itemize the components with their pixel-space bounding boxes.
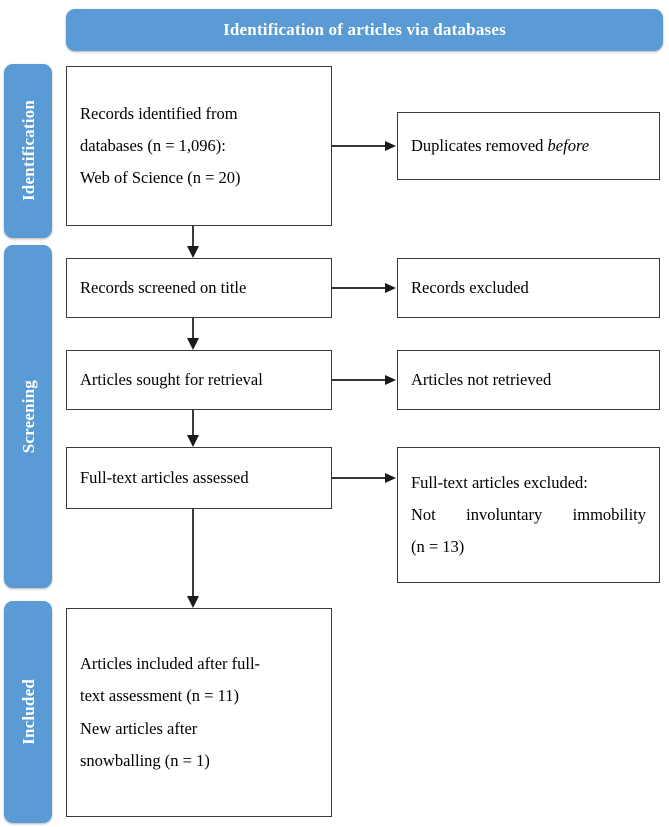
records-identified-line-1: Records identified from (80, 103, 238, 123)
articles-included-line-2: text assessment (n = 11) (80, 686, 239, 706)
arrow-sought-to-not-retrieved (332, 375, 396, 385)
articles-included-line-3: New articles after (80, 718, 198, 738)
stage-label-identification: Identification (4, 64, 52, 238)
records-identified-line-3: Web of Science (n = 20) (80, 168, 241, 188)
fulltext-assessed-line-1: Full-text articles assessed (80, 467, 249, 487)
duplicates-removed-emphasis: before (547, 135, 590, 155)
stage-label-screening-text: Screening (18, 379, 38, 454)
records-excluded-line-1: Records excluded (411, 277, 529, 297)
banner-identification-via-databases: Identification of articles via databases (66, 9, 663, 51)
box-records-screened-on-title: Records screened on title (66, 258, 332, 318)
stage-label-identification-text: Identification (18, 100, 38, 202)
box-articles-not-retrieved: Articles not retrieved (397, 350, 660, 410)
arrow-sought-to-fulltext-assessed (187, 410, 199, 447)
records-screened-line-1: Records screened on title (80, 277, 247, 297)
fulltext-excluded-line-1: Full-text articles excluded: (411, 472, 588, 492)
arrow-screened-to-articles-sought (187, 318, 199, 350)
box-articles-included: Articles included after full- text asses… (66, 608, 332, 817)
records-identified-line-2: databases (n = 1,096): (80, 135, 226, 155)
stage-label-included-text: Included (18, 679, 38, 745)
articles-sought-line-1: Articles sought for retrieval (80, 369, 263, 389)
fulltext-excluded-line-2: Not involuntary immobility (411, 504, 646, 524)
fulltext-excluded-line-3: (n = 13) (411, 537, 465, 557)
box-fulltext-articles-excluded: Full-text articles excluded: Not involun… (397, 447, 660, 583)
arrow-identified-to-duplicates (332, 141, 396, 151)
box-fulltext-articles-assessed: Full-text articles assessed (66, 447, 332, 509)
box-records-identified: Records identified from databases (n = 1… (66, 66, 332, 226)
articles-included-line-1: Articles included after full- (80, 654, 261, 674)
duplicates-removed-text: Duplicates removed (411, 135, 548, 155)
duplicates-removed-line-1: Duplicates removed before (411, 130, 646, 162)
articles-not-retrieved-line-1: Articles not retrieved (411, 369, 552, 389)
arrow-identified-to-screened (187, 226, 199, 258)
arrow-fulltext-assessed-to-included (187, 509, 199, 608)
box-duplicates-removed: Duplicates removed before (397, 112, 660, 180)
box-records-excluded: Records excluded (397, 258, 660, 318)
stage-label-included: Included (4, 601, 52, 823)
stage-label-screening: Screening (4, 245, 52, 588)
arrow-screened-to-records-excluded (332, 283, 396, 293)
banner-title: Identification of articles via databases (223, 20, 506, 39)
box-articles-sought-for-retrieval: Articles sought for retrieval (66, 350, 332, 410)
articles-included-line-4: snowballing (n = 1) (80, 750, 210, 770)
arrow-fulltext-assessed-to-excluded (332, 473, 396, 483)
